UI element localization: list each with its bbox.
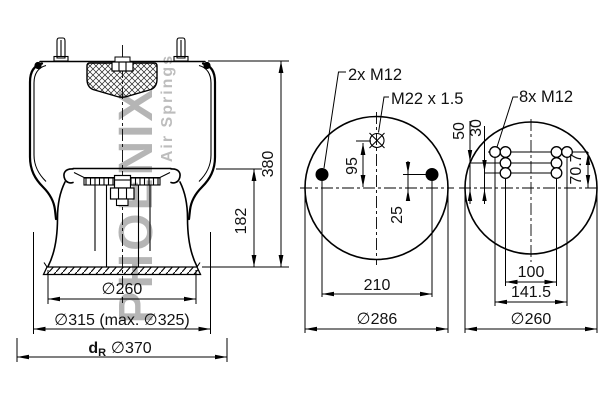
dim-95-label: 95 bbox=[344, 157, 361, 175]
label-m22-text: M22 x 1.5 bbox=[391, 90, 463, 108]
dimension-141-5: 141.5 bbox=[495, 284, 567, 305]
stud-right bbox=[173, 37, 189, 62]
stud-dot-left bbox=[315, 168, 329, 181]
piston-bolt bbox=[109, 174, 135, 207]
dimension-dia286: ∅286 bbox=[304, 193, 449, 333]
dimension-95: 95 bbox=[344, 140, 371, 187]
dimension-dia370: dR∅370 bbox=[16, 338, 228, 362]
dim-dia260-side-label: ∅260 bbox=[102, 281, 143, 298]
dimension-30: 30 bbox=[468, 119, 487, 204]
dimension-dia315: ∅315 (max. ∅325) bbox=[33, 232, 211, 334]
base-flange bbox=[42, 262, 202, 276]
dim-50-label: 50 bbox=[451, 122, 468, 140]
dim-dia286-label: ∅286 bbox=[357, 311, 398, 328]
dimension-dia260-bottom: ∅260 bbox=[464, 193, 598, 333]
stud-left bbox=[53, 37, 69, 62]
dimension-dia260-side: ∅260 bbox=[47, 270, 197, 304]
dim-dia260-bottom-label: ∅260 bbox=[511, 311, 552, 328]
bumper-nut bbox=[111, 56, 134, 72]
dim-70-7-label: 70.7 bbox=[568, 153, 585, 184]
bellows bbox=[28, 62, 217, 221]
bottom-view: 8x M12 50 30 70.7 100 bbox=[451, 88, 600, 333]
dimension-210: 210 bbox=[322, 277, 432, 297]
side-view: 380 182 ∅260 ∅315 (max. ∅325) bbox=[16, 37, 289, 362]
stud-dot-right bbox=[425, 168, 439, 181]
dim-dia370-label: dR∅370 bbox=[88, 340, 151, 359]
dimension-25: 25 bbox=[389, 161, 426, 224]
top-view: 2x M12 M22 x 1.5 95 25 210 bbox=[300, 66, 463, 333]
air-fitting-icon bbox=[369, 132, 385, 149]
dim-100-label: 100 bbox=[518, 264, 545, 281]
dimension-100: 100 bbox=[505, 264, 557, 285]
label-2x-m12: 2x M12 bbox=[323, 66, 402, 169]
dimension-70-7: 70.7 bbox=[568, 152, 591, 188]
piston bbox=[42, 167, 202, 276]
label-8x-m12-text: 8x M12 bbox=[519, 88, 573, 106]
dim-210-label: 210 bbox=[364, 277, 391, 294]
dimension-182: 182 bbox=[216, 168, 262, 267]
dimension-50: 50 bbox=[451, 121, 473, 204]
dim-182-label: 182 bbox=[233, 208, 250, 235]
dimension-380: 380 bbox=[202, 60, 289, 268]
label-8x-m12: 8x M12 bbox=[496, 88, 573, 148]
dim-25-label: 25 bbox=[389, 206, 406, 224]
watermark-tagline: Air Springs bbox=[159, 54, 176, 162]
dim-380-label: 380 bbox=[260, 151, 277, 178]
dim-dia315-label: ∅315 (max. ∅325) bbox=[54, 312, 189, 329]
m12-holes bbox=[489, 146, 573, 179]
label-m22: M22 x 1.5 bbox=[378, 90, 463, 133]
label-2x-m12-text: 2x M12 bbox=[348, 66, 402, 84]
dim-30-label: 30 bbox=[468, 119, 485, 137]
dim-141-5-label: 141.5 bbox=[511, 284, 551, 301]
bumper bbox=[86, 56, 158, 98]
